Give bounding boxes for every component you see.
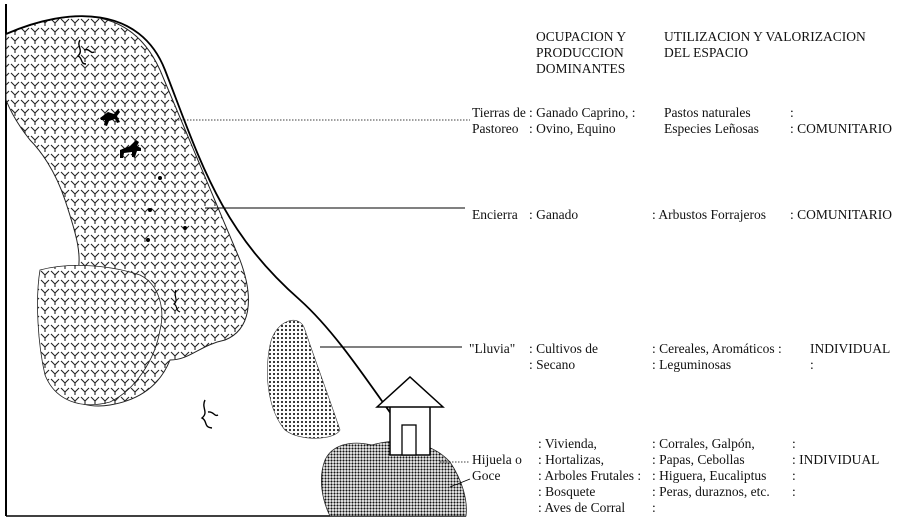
valorization-line: : COMUNITARIO	[790, 121, 893, 136]
header-occupation-line: DOMINANTES	[536, 61, 626, 76]
valorization-line: :	[792, 468, 796, 483]
zone-label-line: Goce	[472, 468, 501, 483]
zone-utilization-hijuela: : Corrales, Galpón, : Papas, Cebollas : …	[652, 436, 770, 516]
valorization-line: INDIVIDUAL	[810, 341, 891, 356]
utilization-line: :	[652, 500, 656, 515]
utilization-line: : Corrales, Galpón,	[652, 436, 755, 451]
zone-label-hijuela: Hijuela o Goce	[472, 436, 522, 484]
zone-occupation-encierra: : Ganado	[529, 207, 578, 223]
header-occupation-line: PRODUCCION	[536, 45, 624, 60]
zone-label-line: Tierras de	[472, 105, 526, 120]
zone-occupation-pastoreo: : Ganado Caprino, : : Ovino, Equino	[529, 105, 635, 137]
header-occupation: OCUPACION Y PRODUCCION DOMINANTES	[536, 29, 626, 77]
zone-label-line: Pastoreo	[472, 121, 519, 136]
occupation-line: : Secano	[529, 357, 576, 372]
zone-utilization-pastoreo: Pastos naturales Especies Leñosas	[664, 105, 759, 137]
zone-utilization-lluvia: : Cereales, Aromáticos : : Leguminosas	[652, 341, 782, 373]
zone-valorization-hijuela: : : INDIVIDUAL : :	[792, 436, 879, 516]
slope-line	[5, 15, 461, 507]
valorization-line: : INDIVIDUAL	[792, 452, 880, 467]
zone-label-line	[472, 436, 522, 452]
header-utilization-line: DEL ESPACIO	[664, 45, 749, 60]
zone-label-line: Encierra	[472, 207, 518, 222]
zone-label-line: "Lluvia"	[469, 341, 516, 356]
zone-occupation-hijuela: : Vivienda, : Hortalizas, : Arboles Frut…	[538, 436, 641, 516]
utilization-line: : Higuera, Eucaliptus	[652, 468, 767, 483]
valorization-line: :	[792, 436, 796, 451]
valorization-line: : COMUNITARIO	[790, 207, 893, 222]
occupation-line: : Ganado	[529, 207, 579, 222]
occupation-line: : Hortalizas,	[538, 452, 604, 467]
zone-utilization-encierra: : Arbustos Forrajeros	[652, 207, 766, 223]
zone-label-encierra: Encierra	[472, 207, 518, 223]
cactus-icon	[172, 289, 181, 313]
occupation-line: : Bosquete	[538, 484, 596, 499]
cactus-icon	[76, 39, 95, 65]
utilization-line: : Cereales, Aromáticos :	[652, 341, 782, 356]
header-utilization-line: UTILIZACION Y VALORIZACION	[664, 29, 866, 44]
utilization-line: : Peras, duraznos, etc.	[652, 484, 770, 499]
zone-valorization-encierra: : COMUNITARIO	[790, 207, 892, 223]
utilization-line: Especies Leñosas	[664, 121, 759, 136]
goat-figure	[100, 109, 120, 126]
zone-occupation-lluvia: : Cultivos de : Secano	[529, 341, 598, 373]
house-icon	[375, 375, 445, 456]
zone-valorization-pastoreo: : : COMUNITARIO	[790, 105, 892, 137]
leader-line-goce	[449, 478, 471, 488]
zone-label-lluvia: "Lluvia"	[469, 341, 515, 357]
occupation-line: : Ovino, Equino	[529, 121, 616, 136]
occupation-line: : Cultivos de	[529, 341, 599, 356]
utilization-line: : Arbustos Forrajeros	[652, 207, 766, 222]
utilization-line: : Leguminosas	[652, 357, 732, 372]
utilization-line: Pastos naturales	[664, 105, 751, 120]
header-occupation-line: OCUPACION Y	[536, 29, 627, 44]
occupation-line: : Aves de Corral	[538, 500, 626, 515]
valorization-line: :	[792, 484, 796, 499]
occupation-line: : Ganado Caprino, :	[529, 105, 636, 120]
shrub-patch	[37, 265, 163, 406]
rainfed-crop-field	[267, 320, 341, 439]
occupation-line: : Vivienda,	[538, 436, 597, 451]
zone-label-line: Hijuela o	[472, 452, 522, 467]
fence-marks	[146, 176, 187, 242]
valorization-line: :	[790, 105, 794, 120]
header-utilization: UTILIZACION Y VALORIZACION DEL ESPACIO	[664, 29, 866, 61]
zone-label-pastoreo: Tierras de Pastoreo	[472, 105, 526, 137]
utilization-line: : Papas, Cebollas	[652, 452, 745, 467]
cactus-icon	[200, 399, 219, 429]
zone-valorization-lluvia: INDIVIDUAL :	[810, 341, 890, 373]
dog-figure	[120, 140, 141, 158]
occupation-line: : Arboles Frutales :	[538, 468, 642, 483]
valorization-line: :	[810, 357, 814, 372]
valorization-line	[792, 500, 879, 516]
